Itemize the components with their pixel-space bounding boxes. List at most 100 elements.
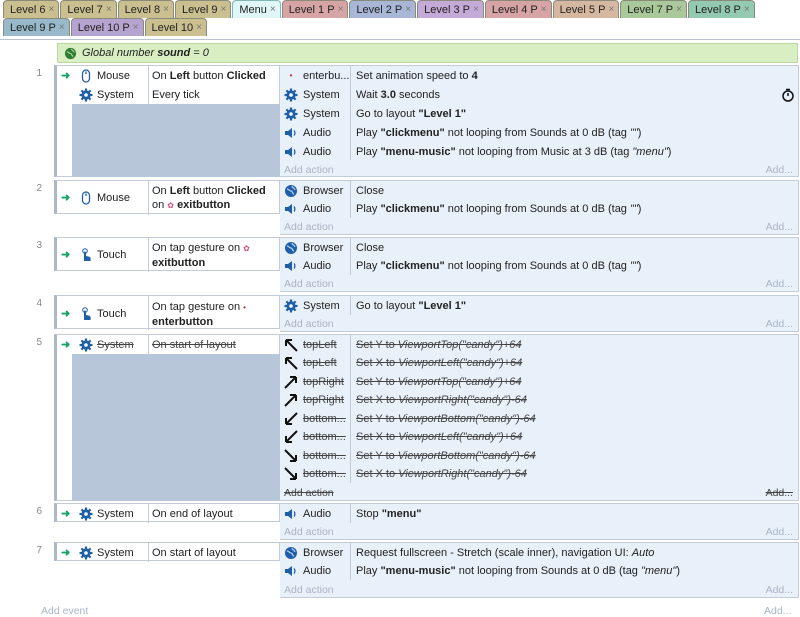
- tab-level-8-p[interactable]: Level 8 P×: [688, 0, 755, 18]
- tab-level-8[interactable]: Level 8×: [117, 0, 174, 18]
- add-event-link[interactable]: Add event: [41, 605, 89, 617]
- event-4-actions[interactable]: System Go to layout "Level 1" Add action…: [280, 295, 799, 332]
- close-icon[interactable]: ×: [132, 22, 139, 33]
- tab-level-9-p[interactable]: Level 9 P×: [3, 18, 70, 36]
- event-1-conditions[interactable]: ➜ Mouse On Left button Clicked System Ev…: [54, 65, 283, 177]
- action-row[interactable]: System Go to layout "Level 1": [280, 296, 799, 315]
- action-row[interactable]: Audio Stop "menu": [280, 504, 799, 523]
- close-icon[interactable]: ×: [48, 4, 55, 15]
- add-more-bottom-link[interactable]: Add...: [764, 605, 792, 617]
- close-icon[interactable]: ×: [743, 4, 750, 15]
- add-action-link[interactable]: Add action: [284, 317, 334, 330]
- object-name: Mouse: [97, 191, 131, 204]
- action-row[interactable]: Browser Close: [280, 238, 799, 257]
- event-3[interactable]: 3 ➜ Touch On tap gesture on ✿exitbutton …: [36, 237, 799, 292]
- close-icon[interactable]: ×: [196, 22, 202, 33]
- add-action-link[interactable]: Add action: [284, 277, 334, 290]
- stopwatch-icon: [782, 88, 794, 102]
- close-icon[interactable]: ×: [405, 4, 412, 15]
- action-row[interactable]: Audio Play "clickmenu" not looping from …: [280, 256, 799, 275]
- action-row[interactable]: Audio Play "clickmenu" not looping from …: [280, 123, 799, 142]
- action-row[interactable]: topLeft Set X to ViewportLeft("candy")+6…: [280, 354, 799, 373]
- tab-level-9[interactable]: Level 9×: [174, 0, 232, 18]
- close-icon[interactable]: ×: [337, 4, 344, 15]
- action-row[interactable]: Audio Play "menu-music" not looping from…: [280, 562, 799, 581]
- tab-level-2-p[interactable]: Level 2 P×: [349, 0, 417, 18]
- event-4[interactable]: 4 ➜ Touch On tap gesture on •enterbutton…: [36, 295, 799, 332]
- tab-level-10-p[interactable]: Level 10 P×: [70, 18, 144, 36]
- event-7-conditions[interactable]: ➜ System On start of layout: [54, 542, 280, 562]
- close-icon[interactable]: ×: [105, 4, 112, 15]
- action-row[interactable]: bottom... Set X to ViewportLeft("candy")…: [280, 428, 799, 447]
- close-icon[interactable]: ×: [676, 4, 682, 15]
- tab-level-6[interactable]: Level 6×: [3, 0, 60, 18]
- event-7[interactable]: 7 ➜ System On start of layout Browser Re…: [36, 542, 799, 598]
- add-more-link[interactable]: Add...: [765, 486, 793, 499]
- add-action-link[interactable]: Add action: [284, 525, 334, 538]
- event-3-actions[interactable]: Browser Close Audio Play "clickmenu" not…: [280, 237, 799, 292]
- tab-level-3-p[interactable]: Level 3 P×: [417, 0, 484, 18]
- tab-level-10[interactable]: Level 10×: [144, 18, 207, 36]
- close-icon[interactable]: ×: [220, 4, 227, 15]
- action-row[interactable]: topRight Set Y to ViewportTop("candy")+6…: [280, 372, 799, 391]
- action-row[interactable]: System Go to layout "Level 1": [280, 104, 799, 123]
- condition-text: On tap gesture on •enterbutton: [152, 301, 246, 328]
- tab-level-1-p[interactable]: Level 1 P×: [281, 0, 349, 18]
- event-7-actions[interactable]: Browser Request fullscreen - Stretch (sc…: [280, 542, 799, 598]
- action-divider: [350, 238, 351, 275]
- close-icon[interactable]: ×: [540, 4, 547, 15]
- action-object: Audio: [284, 126, 350, 140]
- event-5-conditions[interactable]: ➜ System On start of layout: [54, 334, 283, 501]
- add-more-link[interactable]: Add...: [765, 220, 793, 233]
- action-object: Browser: [284, 241, 350, 255]
- action-row[interactable]: bottom... Set X to ViewportRight("candy"…: [280, 465, 799, 484]
- close-icon[interactable]: ×: [608, 4, 615, 15]
- action-row[interactable]: Browser Close: [280, 181, 799, 200]
- object-name: Touch: [97, 248, 127, 261]
- add-action-link[interactable]: Add action: [284, 220, 334, 233]
- tab-level-7[interactable]: Level 7×: [60, 0, 117, 18]
- global-variable-row[interactable]: Global number sound = 0: [57, 43, 798, 63]
- add-more-link[interactable]: Add...: [765, 277, 793, 290]
- add-more-link[interactable]: Add...: [765, 583, 793, 596]
- add-action-link[interactable]: Add action: [284, 583, 334, 596]
- event-3-conditions[interactable]: ➜ Touch On tap gesture on ✿exitbutton: [54, 237, 280, 272]
- event-2-actions[interactable]: Browser Close Audio Play "clickmenu" not…: [280, 180, 799, 235]
- event-6[interactable]: 6 ➜ System On end of layout Audio Stop "…: [36, 503, 799, 540]
- event-5-actions[interactable]: topLeft Set Y to ViewportTop("candy")+64…: [280, 334, 799, 501]
- action-row[interactable]: System Wait 3.0 seconds: [280, 85, 799, 104]
- action-row[interactable]: Browser Request fullscreen - Stretch (sc…: [280, 543, 799, 562]
- add-more-link[interactable]: Add...: [765, 317, 793, 330]
- add-action-link[interactable]: Add action: [284, 486, 334, 499]
- object-name: Audio: [303, 259, 332, 272]
- action-row[interactable]: •enterbu... Set animation speed to 4: [280, 66, 799, 85]
- event-5-disabled[interactable]: 5 ➜ System On start of layout topLeft Se…: [36, 334, 799, 501]
- close-icon[interactable]: ×: [163, 4, 169, 15]
- tab-level-5-p[interactable]: Level 5 P×: [552, 0, 620, 18]
- close-icon[interactable]: ×: [58, 22, 65, 33]
- event-1-actions[interactable]: •enterbu... Set animation speed to 4 Sys…: [280, 65, 799, 177]
- add-action-link[interactable]: Add action: [284, 163, 334, 176]
- event-6-conditions[interactable]: ➜ System On end of layout: [54, 503, 280, 523]
- object-name: Browser: [303, 241, 344, 254]
- close-icon[interactable]: ×: [269, 4, 276, 15]
- action-row[interactable]: topLeft Set Y to ViewportTop("candy")+64: [280, 335, 799, 354]
- tab-level-4-p[interactable]: Level 4 P×: [484, 0, 552, 18]
- add-more-link[interactable]: Add...: [765, 163, 793, 176]
- close-icon[interactable]: ×: [473, 4, 479, 15]
- action-row[interactable]: Audio Play "menu-music" not looping from…: [280, 142, 799, 161]
- action-row[interactable]: Audio Play "clickmenu" not looping from …: [280, 199, 799, 218]
- action-row[interactable]: topRight Set X to ViewportRight("candy")…: [280, 391, 799, 410]
- tab-menu[interactable]: Menu×: [232, 0, 281, 18]
- event-4-conditions[interactable]: ➜ Touch On tap gesture on •enterbutton: [54, 295, 280, 330]
- action-row[interactable]: bottom... Set Y to ViewportBottom("candy…: [280, 446, 799, 465]
- action-row[interactable]: bottom... Set Y to ViewportBottom("candy…: [280, 409, 799, 428]
- add-action-row: Add action Add...: [280, 274, 799, 293]
- event-1[interactable]: 1 ➜ Mouse On Left button Clicked System …: [36, 65, 799, 177]
- gear-icon: [284, 299, 298, 312]
- add-more-link[interactable]: Add...: [765, 525, 793, 538]
- tab-level-7-p[interactable]: Level 7 P×: [620, 0, 687, 18]
- event-6-actions[interactable]: Audio Stop "menu" Add action Add...: [280, 503, 799, 540]
